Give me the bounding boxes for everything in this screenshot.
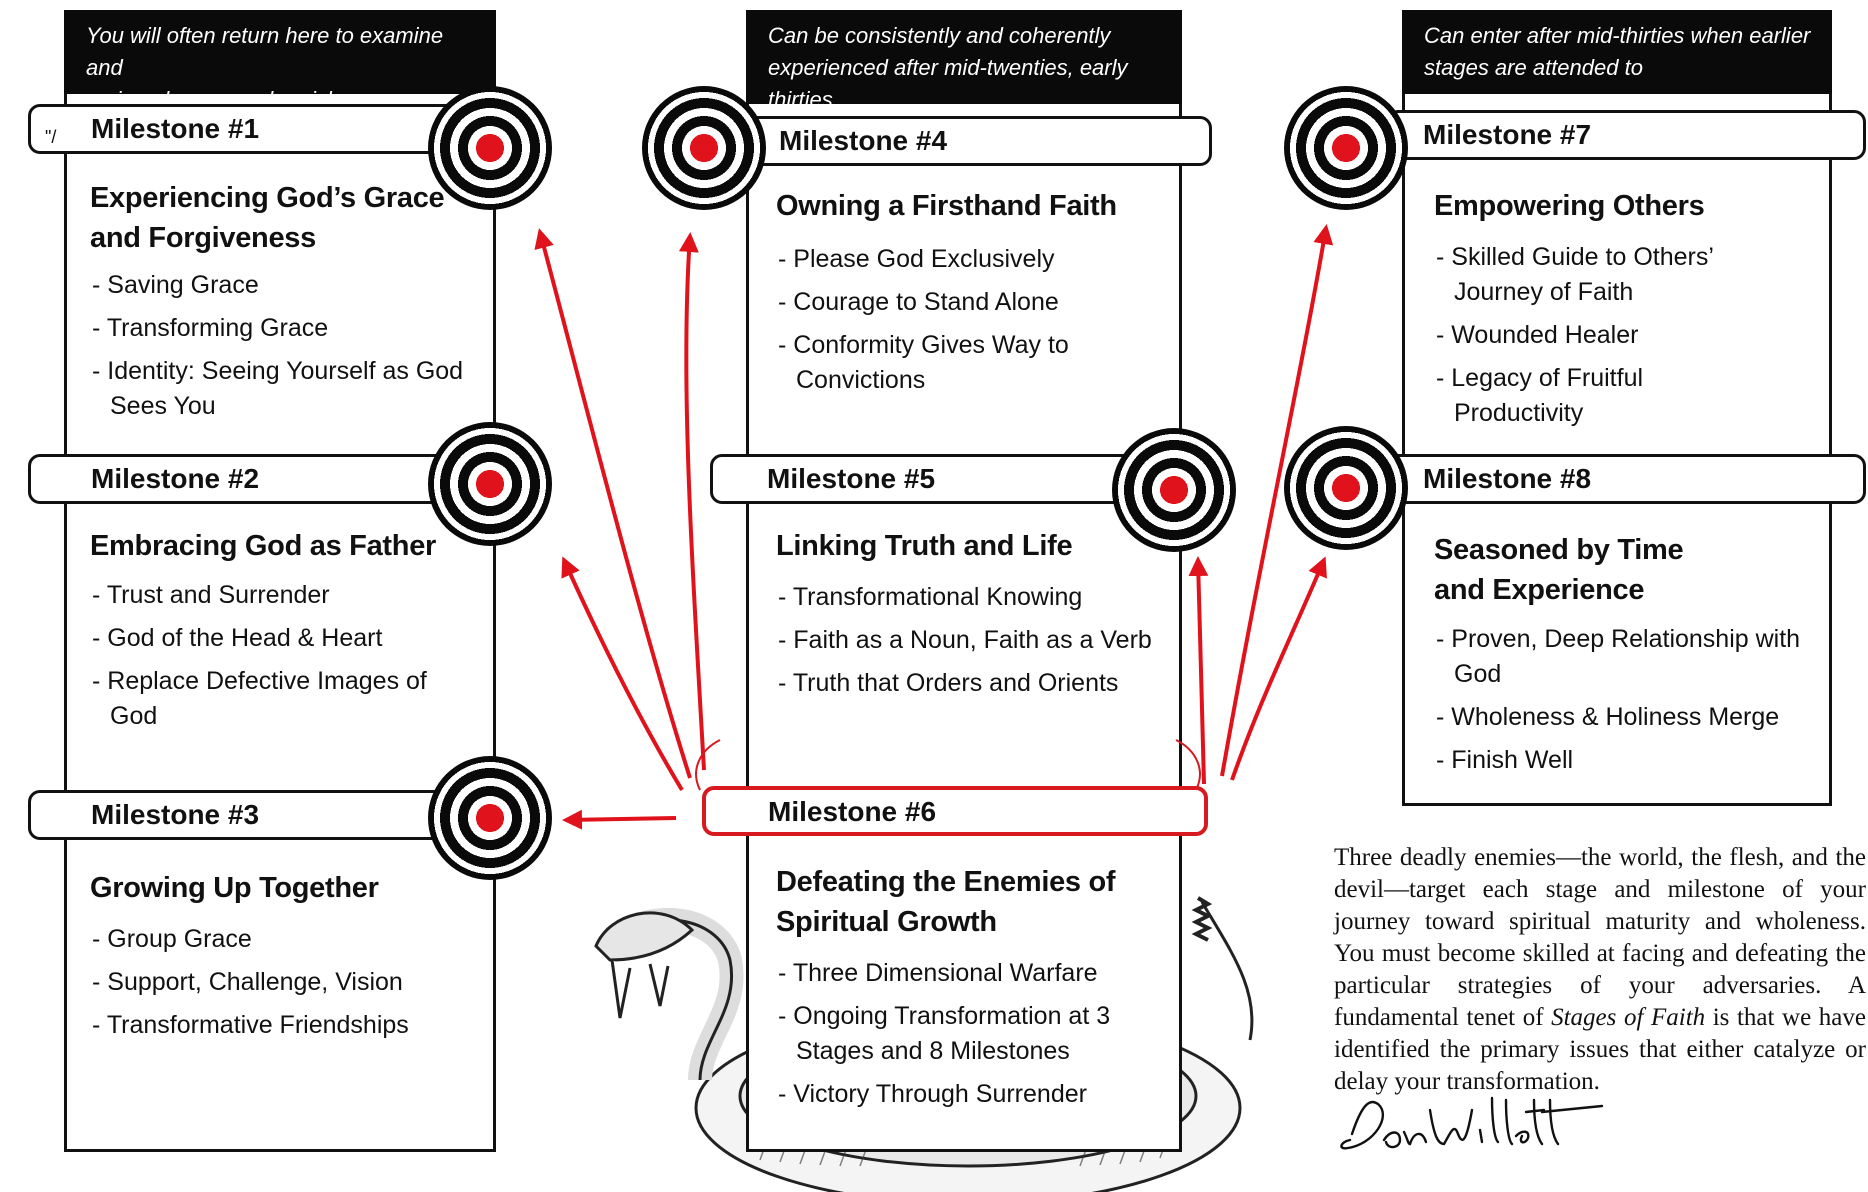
milestone-7-banner: Milestone #7 (1386, 110, 1866, 160)
target-icon-milestone-8 (1284, 426, 1408, 550)
milestone-7-label: Milestone #7 (1423, 119, 1592, 150)
list-item: - Faith as a Noun, Faith as a Verb (778, 626, 1152, 654)
milestone-6-items: - Three Dimensional Warfare - Ongoing Tr… (778, 956, 1138, 1120)
list-item: - Trust and Surrender (92, 581, 330, 609)
milestone-4-title: Owning a Firsthand Faith (776, 190, 1117, 222)
list-item: - Finish Well (1436, 746, 1574, 774)
milestone-1-banner: ʺ/ Milestone #1 (28, 104, 460, 154)
list-item: - Skilled Guide to Others’ Journey of Fa… (1436, 243, 1713, 306)
arrow-to-milestone-4 (678, 232, 706, 771)
milestone-1-items: - Saving Grace - Transforming Grace - Id… (92, 268, 472, 432)
milestone-6-box (746, 830, 1182, 1152)
milestone-5-title: Linking Truth and Life (776, 530, 1073, 562)
arrow-to-milestone-1 (534, 228, 692, 779)
list-item: - God of the Head & Heart (92, 624, 383, 652)
list-item: - Transformative Friendships (92, 1011, 409, 1039)
target-icon-milestone-7 (1284, 86, 1408, 210)
milestone-3-items: - Group Grace - Support, Challenge, Visi… (92, 922, 472, 1051)
milestone-1-label: Milestone #1 (91, 113, 260, 144)
milestone-2-title: Embracing God as Father (90, 530, 437, 562)
milestone-2-label: Milestone #2 (91, 463, 260, 494)
list-item: - Please God Exclusively (778, 245, 1055, 273)
milestone-5-banner: Milestone #5 (710, 454, 1170, 504)
list-item: - Saving Grace (92, 271, 259, 299)
milestone-5-label: Milestone #5 (767, 463, 936, 494)
milestone-3-title: Growing Up Together (90, 872, 379, 904)
stage-panel-left (64, 80, 496, 1152)
list-item: - Proven, Deep Relationship with God (1436, 625, 1801, 688)
milestone-6-banner: Milestone #6 (702, 786, 1208, 836)
stage-panel-right (1402, 80, 1832, 806)
target-icon-milestone-5 (1112, 428, 1236, 552)
milestone-2-items: - Trust and Surrender - God of the Head … (92, 578, 432, 742)
milestone-4-label: Milestone #4 (779, 125, 948, 156)
book-title-emphasis: Stages of Faith (1551, 1004, 1706, 1031)
list-item: - Legacy of Fruitful Productivity (1436, 364, 1644, 427)
list-item: - Victory Through Surrender (778, 1080, 1087, 1108)
list-item: - Wounded Healer (1436, 321, 1639, 349)
arrow-to-milestone-3 (562, 809, 677, 830)
milestone-6-label: Milestone #6 (768, 796, 937, 827)
list-item: - Support, Challenge, Vision (92, 968, 403, 996)
arrow-to-milestone-2 (561, 556, 684, 792)
milestone-5-items: - Transformational Knowing - Faith as a … (778, 580, 1178, 709)
milestone-4-banner: Milestone #4 (722, 116, 1212, 166)
milestone-8-label: Milestone #8 (1423, 463, 1592, 494)
target-icon-milestone-1 (428, 86, 552, 210)
stage-header-right: Can enter after mid-thirties when earlie… (1402, 10, 1832, 94)
target-icon-milestone-3 (428, 756, 552, 880)
list-item: - Replace Defective Images of God (92, 667, 427, 730)
list-item: - Group Grace (92, 925, 252, 953)
milestone-8-items: - Proven, Deep Relationship with God - W… (1436, 622, 1816, 786)
list-item: - Courage to Stand Alone (778, 288, 1059, 316)
milestone-8-banner: Milestone #8 (1386, 454, 1866, 504)
arrow-to-milestone-5 (1188, 556, 1209, 785)
milestone-7-title: Empowering Others (1434, 190, 1705, 222)
milestone-2-banner: Milestone #2 (28, 454, 460, 504)
list-item: - Conformity Gives Way to Convictions (778, 331, 1069, 394)
enemies-paragraph: Three deadly enemies—the world, the fles… (1334, 844, 1866, 1095)
list-item: - Identity: Seeing Yourself as God Sees … (92, 357, 464, 420)
milestone-4-items: - Please God Exclusively - Courage to St… (778, 242, 1108, 406)
milestone-7-items: - Skilled Guide to Others’ Journey of Fa… (1436, 240, 1746, 439)
list-item: - Ongoing Transformation at 3 Stages and… (778, 1002, 1111, 1065)
arrow-to-milestone-7 (1220, 224, 1334, 777)
milestone-3-banner: Milestone #3 (28, 790, 460, 840)
list-item: - Wholeness & Holiness Merge (1436, 703, 1780, 731)
target-icon-milestone-2 (428, 422, 552, 546)
list-item: - Transformational Knowing (778, 583, 1083, 611)
target-icon-milestone-4 (642, 86, 766, 210)
arrow-to-milestone-8 (1230, 556, 1327, 781)
list-item: - Truth that Orders and Orients (778, 669, 1119, 697)
list-item: - Three Dimensional Warfare (778, 959, 1098, 987)
milestone-3-label: Milestone #3 (91, 799, 260, 830)
list-item: - Transforming Grace (92, 314, 329, 342)
